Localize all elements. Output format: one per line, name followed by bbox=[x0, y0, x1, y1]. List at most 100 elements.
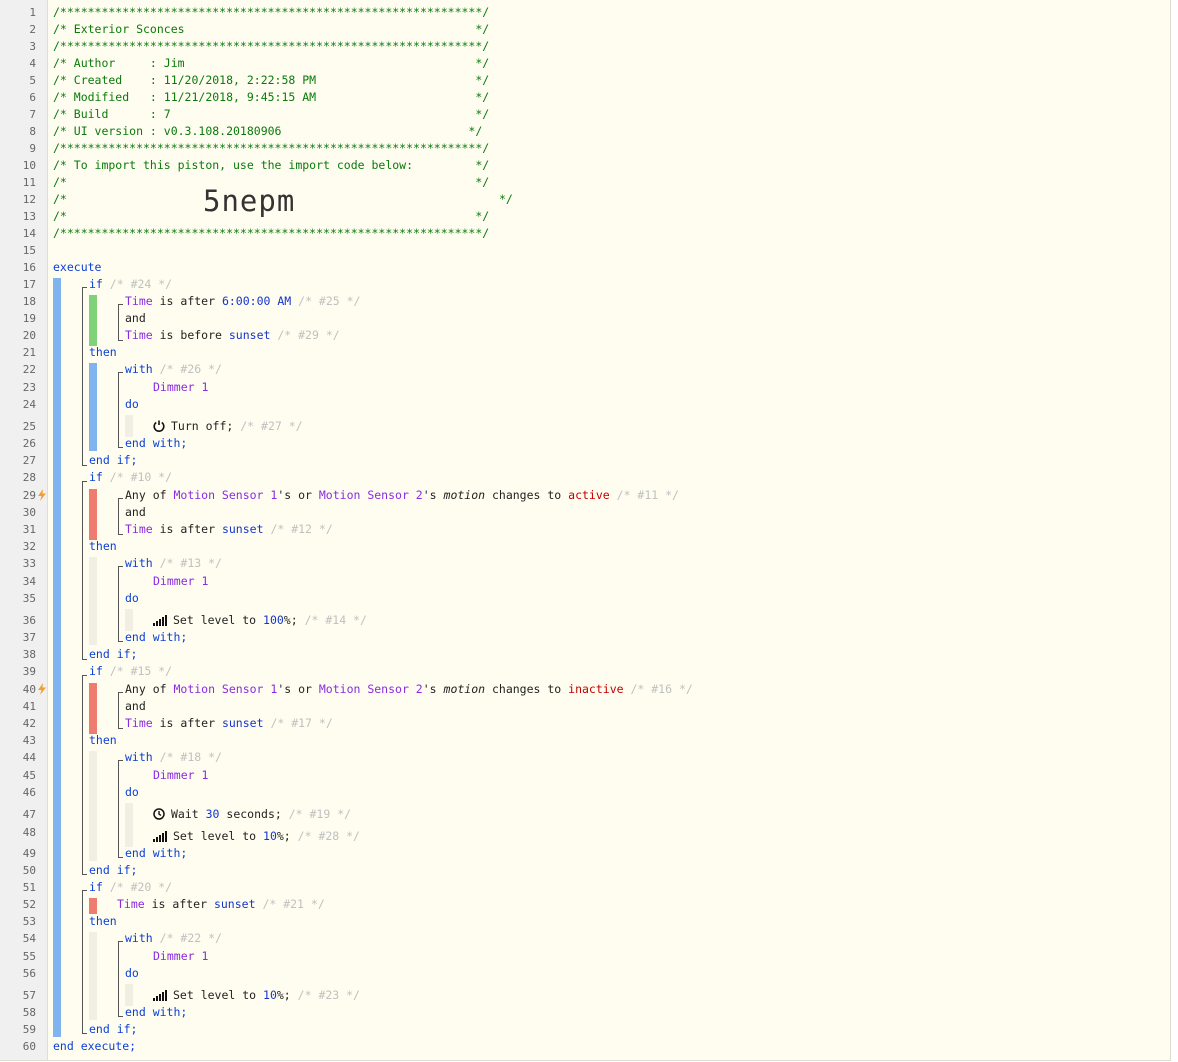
clock-icon bbox=[153, 808, 165, 820]
header-ui-version: /* UI version : v0.3.108.20180906 */ bbox=[53, 124, 483, 138]
header-blank: /* */ bbox=[53, 175, 490, 189]
then-bar bbox=[89, 557, 97, 645]
trigger-motion-inactive[interactable]: Any of Motion Sensor 1's or Motion Senso… bbox=[125, 682, 693, 696]
with-statement[interactable]: with /* #18 */ bbox=[125, 750, 222, 764]
line-number: 7 bbox=[29, 108, 36, 121]
line-number: 38 bbox=[22, 648, 36, 661]
line-number: 1 bbox=[29, 6, 36, 19]
if-bracket bbox=[82, 287, 87, 466]
line-number: 37 bbox=[22, 631, 36, 644]
if-bracket bbox=[82, 481, 87, 660]
if-statement[interactable]: if /* #10 */ bbox=[89, 470, 173, 484]
line-number: 21 bbox=[22, 346, 36, 359]
line-number: 34 bbox=[22, 575, 36, 588]
lightning-bolt-icon bbox=[38, 683, 46, 695]
line-number: 55 bbox=[22, 950, 36, 963]
condition-time-after[interactable]: Time is after sunset /* #17 */ bbox=[125, 716, 333, 730]
with-statement[interactable]: with /* #22 */ bbox=[125, 931, 222, 945]
header-created: /* Created : 11/20/2018, 2:22:58 PM */ bbox=[53, 73, 490, 87]
line-number: 20 bbox=[22, 329, 36, 342]
condition-time-after[interactable]: Time is after sunset /* #12 */ bbox=[125, 522, 333, 536]
line-number: 58 bbox=[22, 1006, 36, 1019]
execute-block-bar bbox=[53, 278, 61, 1037]
line-number: 48 bbox=[22, 826, 36, 839]
line-number: 51 bbox=[22, 881, 36, 894]
end-if-keyword: end if; bbox=[89, 647, 138, 661]
condition-time-before[interactable]: Time is before sunset /* #29 */ bbox=[125, 328, 340, 342]
header-import-prefix: /* bbox=[53, 192, 67, 206]
end-with-keyword: end with; bbox=[125, 630, 188, 644]
task-turn-off[interactable]: Turn off; /* #27 */ bbox=[153, 415, 303, 437]
line-number: 43 bbox=[22, 734, 36, 747]
signal-bars-icon bbox=[153, 831, 167, 842]
line-number: 47 bbox=[22, 808, 36, 821]
then-bar bbox=[89, 932, 97, 1020]
do-keyword: do bbox=[125, 785, 139, 799]
header-border: /***************************************… bbox=[53, 141, 490, 155]
line-number: 52 bbox=[22, 898, 36, 911]
with-statement[interactable]: with /* #13 */ bbox=[125, 556, 222, 570]
execute-keyword[interactable]: execute bbox=[53, 260, 102, 274]
device-dimmer[interactable]: Dimmer 1 bbox=[153, 380, 209, 394]
task-set-level[interactable]: Set level to 10%; /* #28 */ bbox=[153, 825, 360, 847]
line-number: 17 bbox=[22, 278, 36, 291]
line-number: 30 bbox=[22, 506, 36, 519]
condition-time-after[interactable]: Time is after sunset /* #21 */ bbox=[117, 897, 325, 911]
end-with-keyword: end with; bbox=[125, 846, 188, 860]
task-set-level[interactable]: Set level to 100%; /* #14 */ bbox=[153, 609, 367, 631]
condition-time-after[interactable]: Time is after 6:00:00 AM /* #25 */ bbox=[125, 294, 361, 308]
device-dimmer[interactable]: Dimmer 1 bbox=[153, 949, 209, 963]
and-operator[interactable]: and bbox=[125, 311, 146, 325]
header-title: /* Exterior Sconces */ bbox=[53, 22, 490, 36]
if-bracket bbox=[82, 890, 87, 1034]
import-code[interactable]: 5nepm bbox=[203, 184, 296, 218]
with-bracket bbox=[118, 760, 123, 858]
task-set-level[interactable]: Set level to 10%; /* #23 */ bbox=[153, 984, 360, 1006]
condition-bracket bbox=[118, 498, 123, 535]
do-bar bbox=[125, 415, 133, 437]
then-keyword: then bbox=[89, 539, 117, 553]
end-with-keyword: end with; bbox=[125, 436, 188, 450]
with-statement[interactable]: with /* #26 */ bbox=[125, 362, 222, 376]
line-number: 22 bbox=[22, 363, 36, 376]
then-keyword: then bbox=[89, 345, 117, 359]
condition-bracket bbox=[118, 304, 123, 341]
line-number: 3 bbox=[29, 40, 36, 53]
if-statement[interactable]: if /* #20 */ bbox=[89, 880, 173, 894]
line-number: 40 bbox=[22, 683, 36, 696]
line-number: 14 bbox=[22, 227, 36, 240]
line-number: 49 bbox=[22, 847, 36, 860]
line-number: 11 bbox=[22, 176, 36, 189]
and-operator[interactable]: and bbox=[125, 699, 146, 713]
line-number: 6 bbox=[29, 91, 36, 104]
end-if-keyword: end if; bbox=[89, 453, 138, 467]
signal-bars-icon bbox=[153, 990, 167, 1001]
line-number: 4 bbox=[29, 57, 36, 70]
line-number: 59 bbox=[22, 1023, 36, 1036]
then-keyword: then bbox=[89, 914, 117, 928]
line-number: 8 bbox=[29, 125, 36, 138]
line-number: 15 bbox=[22, 244, 36, 257]
line-number: 45 bbox=[22, 769, 36, 782]
line-number: 18 bbox=[22, 295, 36, 308]
with-bracket bbox=[118, 566, 123, 642]
condition-bar bbox=[89, 295, 97, 346]
line-number: 41 bbox=[22, 700, 36, 713]
task-wait[interactable]: Wait 30 seconds; /* #19 */ bbox=[153, 803, 351, 825]
if-bracket bbox=[82, 675, 87, 875]
and-operator[interactable]: and bbox=[125, 505, 146, 519]
power-icon bbox=[153, 420, 165, 432]
device-dimmer[interactable]: Dimmer 1 bbox=[153, 768, 209, 782]
header-import-suffix: */ bbox=[499, 192, 513, 206]
line-number: 27 bbox=[22, 454, 36, 467]
line-number: 57 bbox=[22, 989, 36, 1002]
end-with-keyword: end with; bbox=[125, 1005, 188, 1019]
device-dimmer[interactable]: Dimmer 1 bbox=[153, 574, 209, 588]
line-number: 32 bbox=[22, 540, 36, 553]
line-number: 13 bbox=[22, 210, 36, 223]
trigger-motion-active[interactable]: Any of Motion Sensor 1's or Motion Senso… bbox=[125, 488, 679, 502]
if-statement[interactable]: if /* #15 */ bbox=[89, 664, 173, 678]
line-number: 10 bbox=[22, 159, 36, 172]
line-number: 26 bbox=[22, 437, 36, 450]
if-statement[interactable]: if /* #24 */ bbox=[89, 277, 173, 291]
